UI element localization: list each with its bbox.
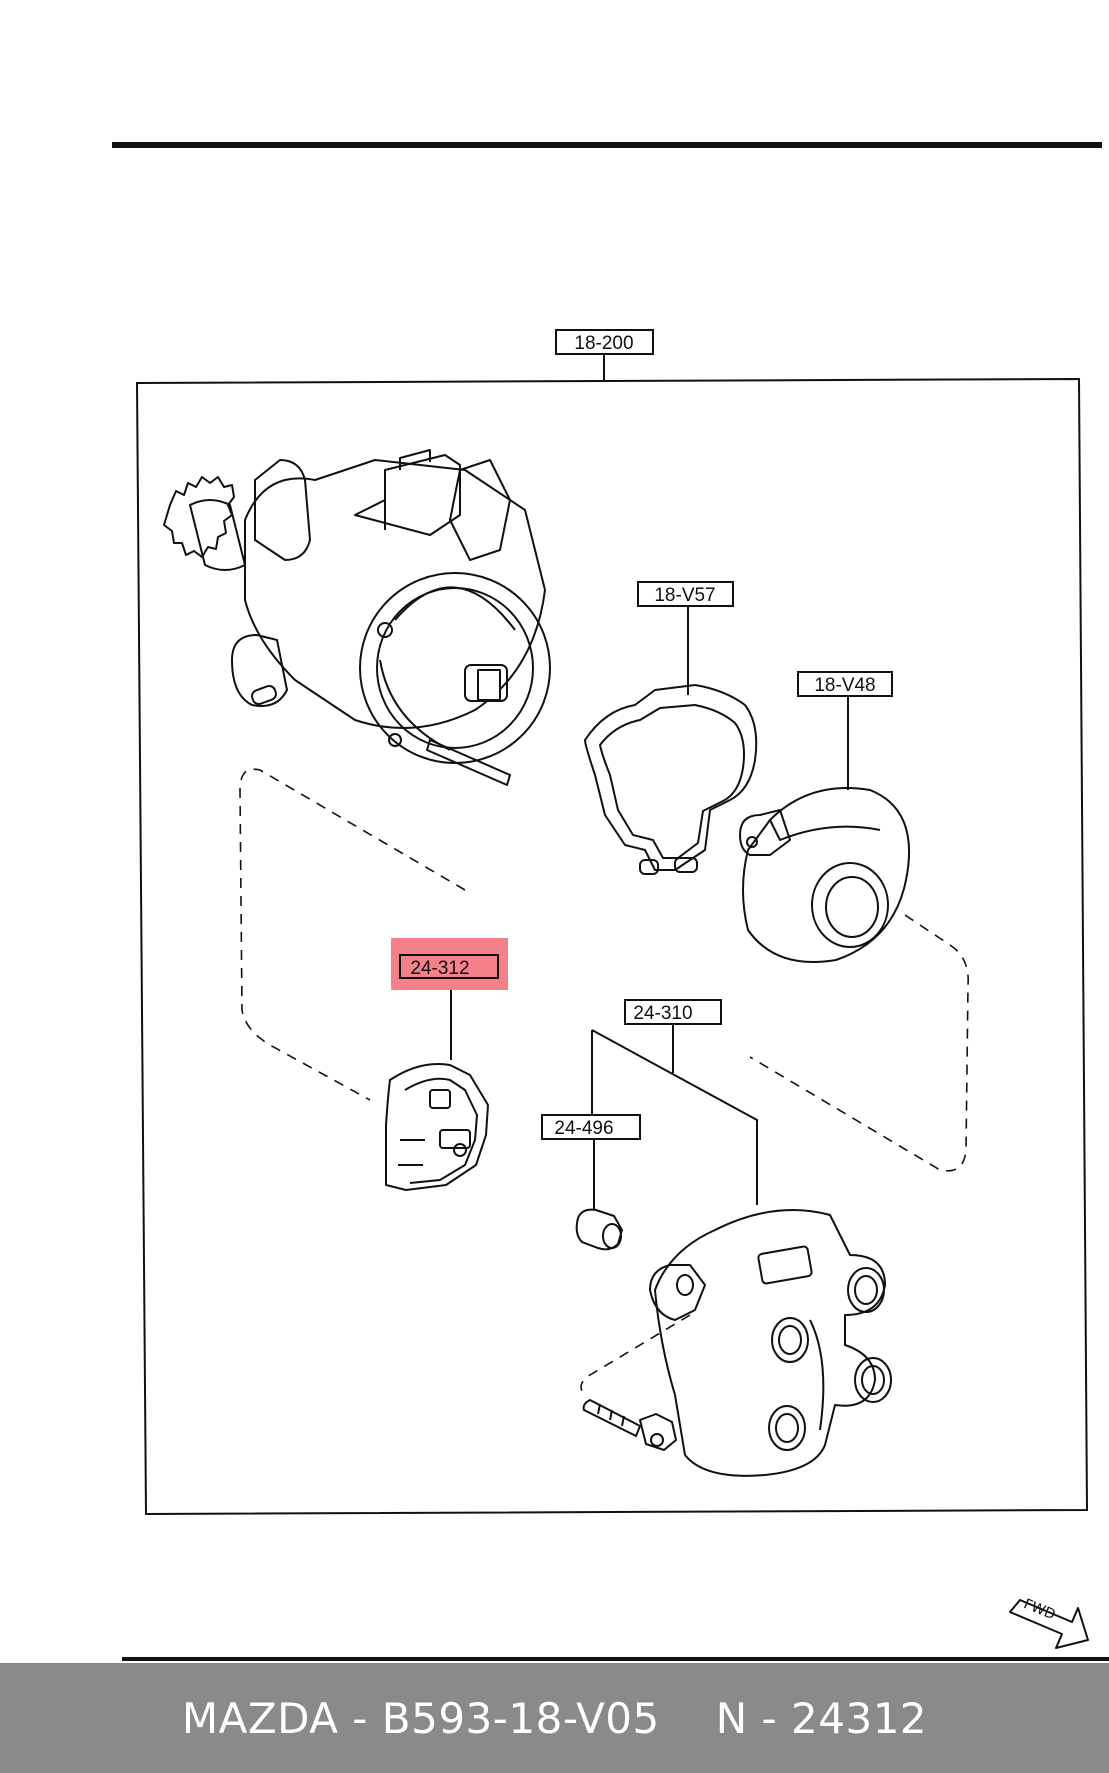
parts-diagram: 18-200 18-V57 xyxy=(112,142,1109,1661)
dashed-leader-cover-cap xyxy=(749,914,969,1172)
fwd-direction-indicator: FWD xyxy=(1009,1596,1089,1649)
dashed-leader-body-rotor xyxy=(239,768,466,1101)
callout-label: 18-V48 xyxy=(814,675,875,696)
callout-24-310[interactable]: 24-310 xyxy=(591,999,758,1205)
callout-18-200[interactable]: 18-200 xyxy=(555,329,654,381)
callout-label: 24-312 xyxy=(410,958,469,979)
carbon-brush xyxy=(575,1208,624,1251)
callout-label: 24-310 xyxy=(633,1003,692,1024)
bolt xyxy=(582,1399,677,1451)
callout-24-496[interactable]: 24-496 xyxy=(541,1114,641,1210)
footer-bar: MAZDA - B593-18-V05 N - 24312 xyxy=(0,1663,1109,1773)
callout-18-V57[interactable]: 18-V57 xyxy=(637,581,734,695)
callout-label: 18-V57 xyxy=(654,585,715,606)
cover xyxy=(739,787,910,963)
callout-label: 18-200 xyxy=(574,333,633,354)
footer-reference-number: N - 24312 xyxy=(715,1693,928,1743)
callout-18-V48[interactable]: 18-V48 xyxy=(797,671,893,790)
callout-24-312[interactable]: 24-312 xyxy=(391,938,508,1060)
dashed-leader-cap-bolt xyxy=(580,1314,691,1396)
distributor-cap xyxy=(649,1209,892,1477)
callout-highlight xyxy=(391,938,508,990)
rotor xyxy=(385,1063,489,1191)
footer-part-number: MAZDA - B593-18-V05 xyxy=(181,1693,660,1743)
distributor-body xyxy=(163,449,551,786)
callout-label: 24-496 xyxy=(554,1118,613,1139)
gasket xyxy=(584,684,758,875)
assembly-frame xyxy=(135,377,1089,1516)
